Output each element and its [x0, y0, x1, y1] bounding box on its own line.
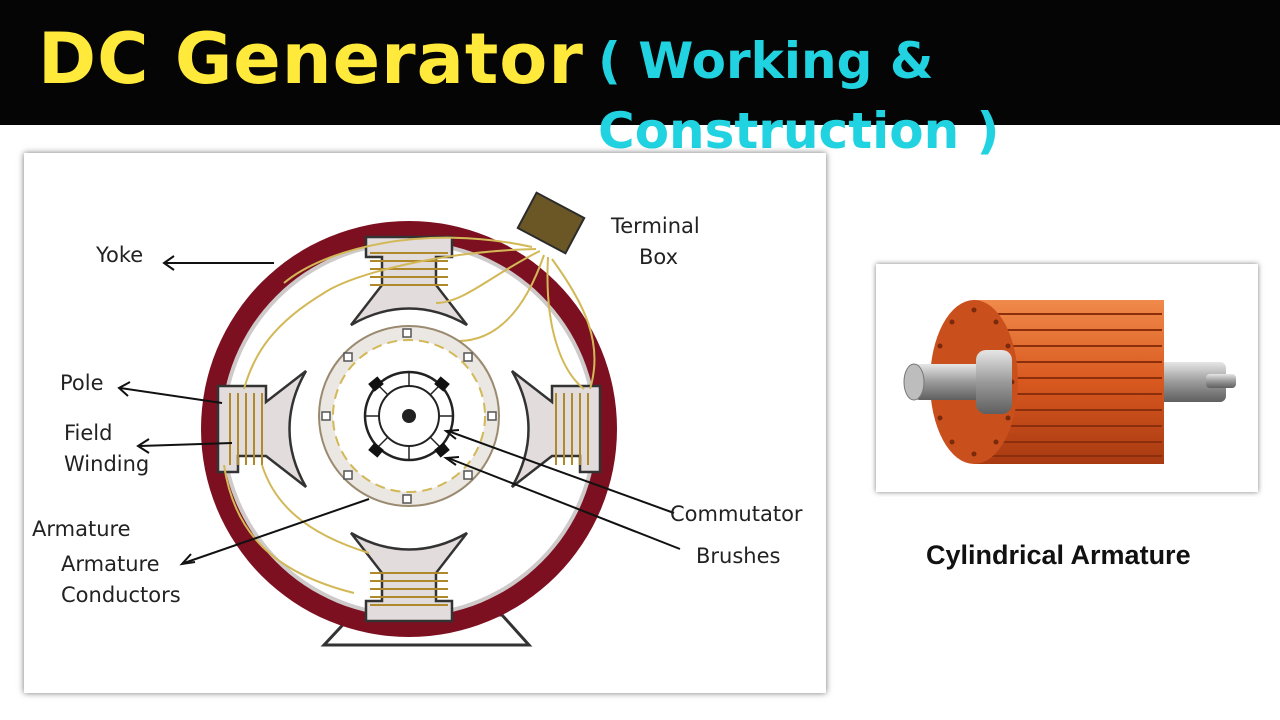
brushes: [368, 376, 450, 458]
leader-lines: [117, 255, 681, 566]
label-armature: Armature: [32, 517, 131, 541]
generator-diagram: Yoke Terminal Box Pole Field Winding Arm…: [32, 191, 803, 647]
shaft-end-left: [903, 363, 925, 401]
armature-caption: Cylindrical Armature: [926, 540, 1191, 570]
terminal-box: [516, 191, 586, 255]
armature-image-panel: [876, 264, 1258, 492]
shaft-tip-right: [1206, 374, 1236, 388]
shaft: [402, 409, 416, 423]
label-terminal-box-line1: Terminal: [610, 214, 700, 238]
label-yoke: Yoke: [95, 243, 143, 267]
page-title: DC Generator: [38, 18, 584, 100]
armature-conductors: [321, 328, 497, 504]
generator-diagram-panel: Yoke Terminal Box Pole Field Winding Arm…: [24, 153, 826, 693]
label-terminal-box-line2: Box: [639, 245, 678, 269]
label-commutator: Commutator: [670, 502, 803, 526]
label-armature-conductors-line2: Conductors: [61, 583, 181, 607]
label-brushes: Brushes: [696, 544, 780, 568]
label-pole: Pole: [60, 371, 104, 395]
label-field-winding-line1: Field: [64, 421, 112, 445]
field-winding-coils: [229, 252, 589, 606]
label-field-winding-line2: Winding: [64, 452, 149, 476]
page-subtitle: ( Working & Construction ): [598, 32, 1000, 160]
label-armature-conductors-line1: Armature: [61, 552, 160, 576]
pole-bottom: [350, 531, 468, 623]
title-bar: DC Generator ( Working & Construction ): [0, 0, 1280, 160]
connection-wires: [223, 236, 596, 594]
bearing-collar: [976, 350, 1012, 414]
cylindrical-armature-illustration: [903, 300, 1236, 464]
